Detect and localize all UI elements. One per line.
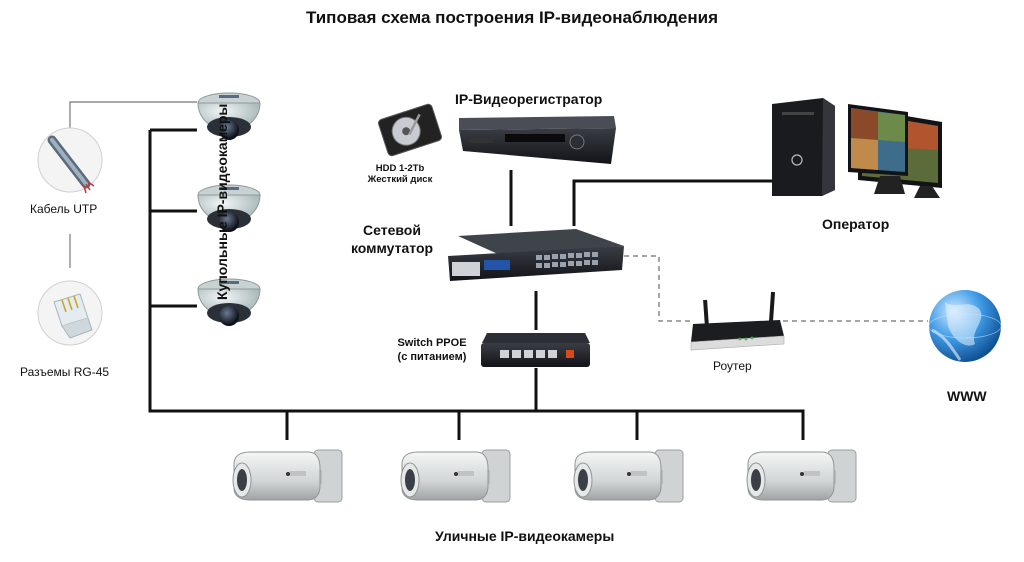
- connectors-label: Разъемы RG-45: [20, 365, 110, 379]
- street-camera-1: [232, 449, 343, 503]
- poe-label-line2: (с питанием): [397, 351, 467, 363]
- left-bus-line: [148, 130, 805, 440]
- poe-switch-icon: [481, 333, 590, 367]
- www-label: WWW: [947, 388, 987, 404]
- monitor-front: [848, 104, 908, 176]
- dome-camera-2: [197, 184, 261, 232]
- operator-to-switch-line: [572, 168, 794, 226]
- street-camera-4: [746, 449, 857, 503]
- switch-label: Сетевой коммутатор: [342, 221, 442, 257]
- nvr-label: IP-Видеорегистратор: [455, 91, 603, 107]
- rj45-connector-icon: [37, 280, 103, 346]
- router-label: Роутер: [713, 359, 752, 373]
- dome-camera-3: [197, 278, 261, 326]
- hdd-label-line1: HDD 1-2Tb: [375, 163, 425, 174]
- switch-label-line1: Сетевой: [363, 222, 421, 238]
- dome-cameras-label: Купольные IP-видеокамеры: [214, 103, 230, 300]
- switch-label-line2: коммутатор: [350, 240, 434, 256]
- hdd-label: HDD 1-2Tb Жесткий диск: [365, 163, 435, 185]
- street-camera-3: [573, 449, 684, 503]
- nvr-device-icon: [459, 116, 616, 164]
- cable-link-line: [69, 101, 197, 128]
- street-cameras-label: Уличные IP-видеокамеры: [435, 528, 615, 544]
- hdd-label-line2: Жесткий диск: [367, 174, 433, 185]
- cable-label: Кабель UTP: [30, 202, 98, 216]
- poe-switch-label: Switch PPOE (с питанием): [386, 336, 478, 364]
- operator-workstation-icon: [772, 98, 942, 198]
- hdd-icon: [378, 103, 442, 157]
- poe-label-line1: Switch PPOE: [397, 337, 467, 349]
- router-icon: [690, 291, 785, 351]
- network-switch-icon: [448, 229, 624, 281]
- dome-camera-1: [197, 92, 261, 140]
- street-camera-2: [400, 449, 511, 503]
- internet-dashed-line: [624, 255, 928, 322]
- utp-cable-icon: [37, 127, 103, 194]
- operator-label: Оператор: [822, 216, 890, 232]
- globe-icon: [928, 290, 1002, 362]
- diagram-title: Типовая схема построения IP-видеонаблюде…: [305, 8, 718, 27]
